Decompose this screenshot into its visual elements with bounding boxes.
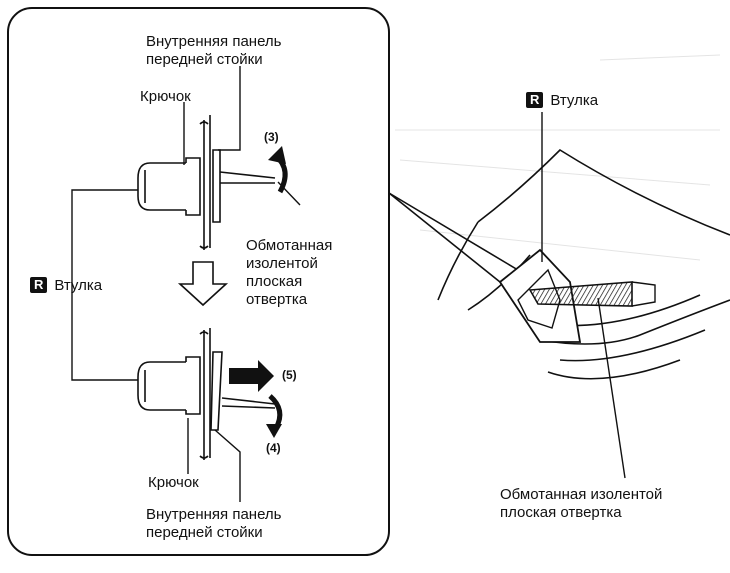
down-arrow bbox=[177, 261, 229, 307]
bushing-label-left: R Втулка bbox=[30, 277, 102, 295]
top-bushing bbox=[137, 162, 186, 211]
hook-label-bottom: Крючок bbox=[148, 474, 199, 491]
bushing-label-right: R Втулка bbox=[526, 92, 598, 110]
bushing-label-right-text: Втулка bbox=[550, 92, 599, 109]
leader-lines-right bbox=[541, 112, 626, 479]
bushing-r-badge-right: R bbox=[526, 92, 544, 108]
top-clip-assembly bbox=[137, 115, 276, 250]
callout-lines bbox=[388, 192, 519, 283]
rotate-arrow-4 bbox=[268, 394, 283, 430]
taped-screwdriver-label-right: Обмотанная изолентой плоская отвертка bbox=[500, 486, 663, 521]
leader-lines-left bbox=[71, 66, 301, 502]
inner-panel-label-bottom: Внутренняя панель передней стойки bbox=[146, 506, 282, 541]
taped-screwdriver-label-left: Обмотанная изолентой плоская отвертка bbox=[246, 237, 333, 308]
detail-frame bbox=[7, 7, 390, 556]
background-faint-detail bbox=[395, 54, 721, 261]
bottom-bushing bbox=[137, 361, 186, 411]
step-3-label: (3) bbox=[264, 130, 279, 144]
step-4-label: (4) bbox=[266, 441, 281, 455]
hook-label-top: Крючок bbox=[140, 88, 191, 105]
inner-panel-label-top: Внутренняя панель передней стойки bbox=[146, 33, 282, 68]
push-arrow-5 bbox=[229, 360, 274, 392]
right-trim-panel bbox=[437, 148, 730, 380]
bushing-r-badge-left: R bbox=[30, 277, 48, 293]
top-screwdriver bbox=[219, 171, 276, 184]
bottom-clip-assembly bbox=[137, 328, 276, 460]
step-5-label: (5) bbox=[282, 368, 297, 382]
bushing-label-left-text: Втулка bbox=[54, 277, 103, 294]
